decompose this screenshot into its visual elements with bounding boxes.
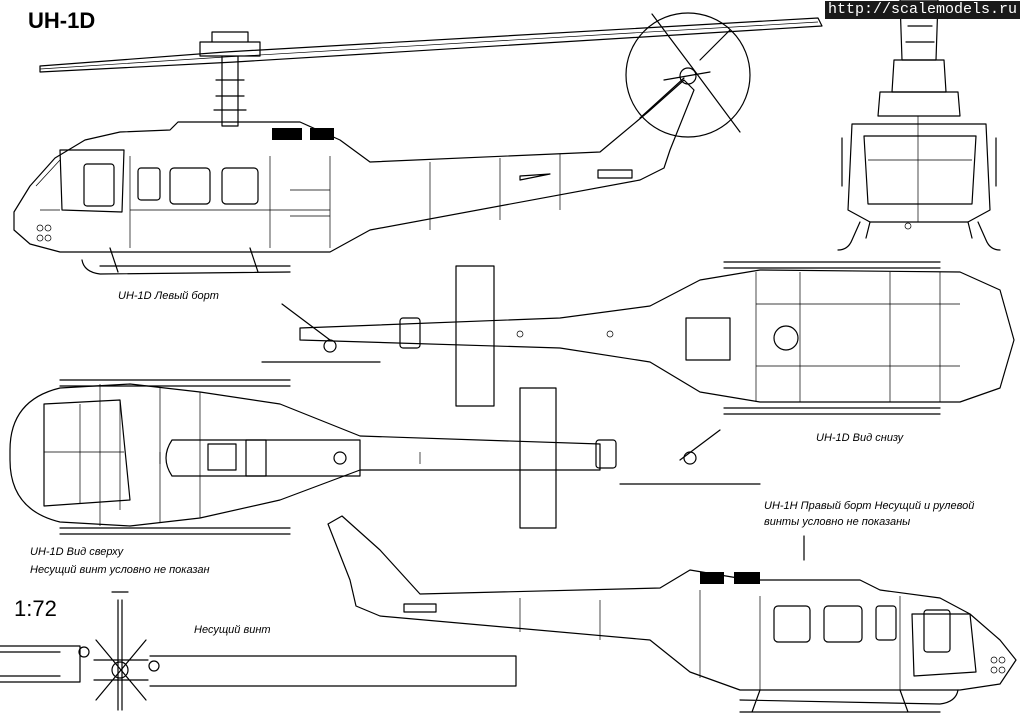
watermark-link[interactable]: http://scalemodels.ru	[824, 1, 1020, 19]
caption-main-rotor: Несущий винт	[194, 624, 271, 636]
drawing-title: UH-1D	[28, 8, 96, 33]
top-view	[9, 379, 761, 535]
caption-top-view-line2: Несущий винт условно не показан	[30, 564, 210, 576]
scale-label: 1:72	[14, 596, 57, 621]
main-rotor-view	[0, 591, 517, 711]
bottom-view	[261, 261, 1015, 415]
caption-left-side: UH-1D Левый борт	[118, 290, 219, 302]
front-view	[837, 0, 1001, 251]
caption-right-side-line1: UH-1H Правый борт Несущий и рулевой	[764, 500, 975, 512]
caption-top-view-line1: UH-1D Вид сверху	[30, 546, 124, 558]
caption-bottom-view: UH-1D Вид снизу	[816, 432, 904, 444]
right-side-view	[327, 515, 1017, 713]
left-side-view	[13, 12, 823, 275]
caption-right-side-line2: винты условно не показаны	[764, 516, 911, 528]
